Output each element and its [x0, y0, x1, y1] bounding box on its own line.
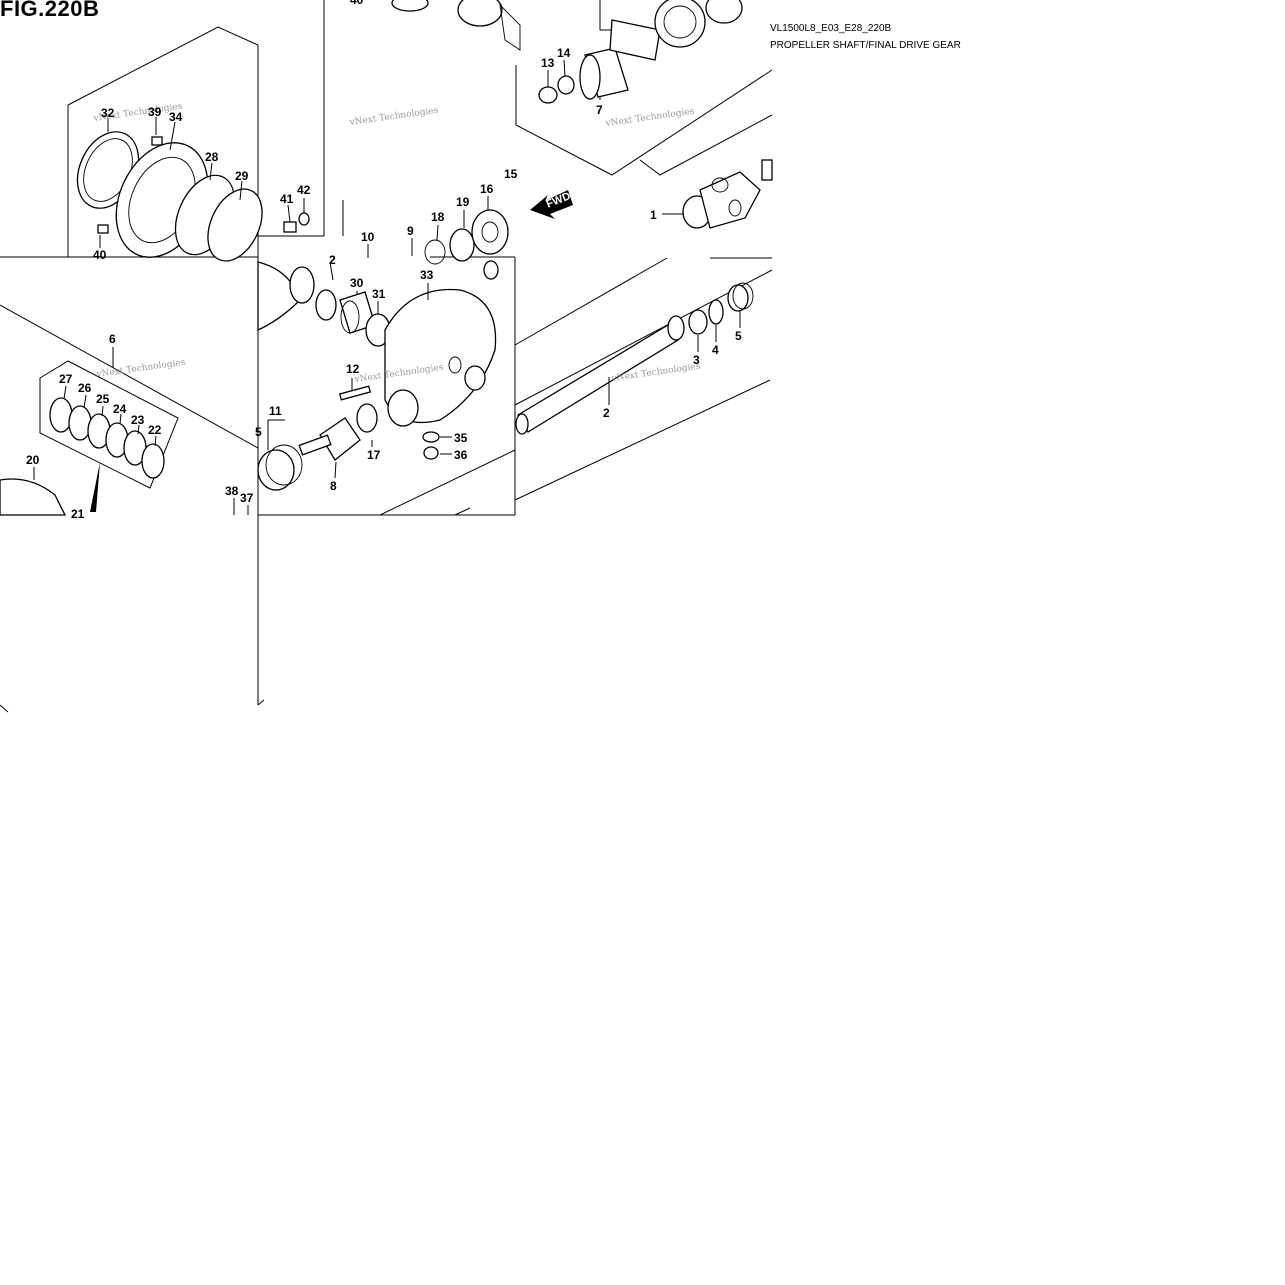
callout-37: 37	[240, 491, 254, 505]
callout-33: 33	[420, 268, 434, 282]
callout-3: 3	[693, 353, 700, 367]
callout-5: 5	[735, 329, 742, 343]
callout-31: 31	[372, 287, 386, 301]
callout-1: 1	[650, 208, 657, 222]
sleeve-part	[579, 47, 629, 100]
callout-30: 30	[350, 276, 364, 290]
circlip-part	[483, 260, 499, 280]
callout-2: 2	[329, 253, 336, 267]
callout-labels: 1 2 3 4 5 5 6 7 8 9 10 11 12 13 14 15 16…	[26, 0, 742, 521]
seal-part	[207, 188, 263, 262]
callout-20: 20	[26, 453, 40, 467]
callout-18: 18	[431, 210, 445, 224]
figure-name: PROPELLER SHAFT/FINAL DRIVE GEAR	[770, 40, 961, 51]
callout-16: 16	[480, 182, 494, 196]
callout-15: 15	[504, 167, 518, 181]
callout-42: 42	[297, 183, 311, 197]
pinion-gear-part	[298, 417, 361, 461]
callout-29: 29	[235, 169, 249, 183]
figure-title: FIG.220B	[0, 0, 100, 21]
callout-35: 35	[454, 431, 468, 445]
washer-part	[557, 75, 575, 95]
callout-6: 6	[109, 332, 116, 346]
callout-26: 26	[78, 381, 92, 395]
forward-arrow-icon: FWD	[530, 190, 573, 219]
stud-part	[338, 385, 372, 401]
callout-11: 11	[269, 404, 282, 418]
needle-bearing-part	[356, 403, 378, 433]
callout-24: 24	[113, 402, 127, 416]
panel-propeller-shaft	[514, 257, 773, 501]
watermark: vNext Technologies	[604, 107, 695, 130]
bearing-16-part	[471, 209, 509, 255]
callout-14: 14	[557, 46, 571, 60]
callout-13: 13	[541, 56, 555, 70]
gear-part	[654, 0, 743, 48]
callout-9: 9	[407, 224, 414, 238]
washer-35-part	[422, 431, 440, 443]
universal-joint-part	[662, 159, 773, 229]
bolt-part	[97, 136, 163, 234]
shim-part	[257, 449, 295, 491]
callout-19: 19	[456, 195, 470, 209]
callout-4: 4	[712, 343, 719, 357]
nut-36-part	[423, 446, 439, 460]
figure-code: VL1500L8_E03_E28_220B	[770, 23, 892, 34]
callout-27: 27	[59, 372, 73, 386]
callout-40: 40	[350, 0, 364, 7]
callout-8: 8	[330, 479, 337, 493]
bottom-lines	[0, 449, 516, 713]
watermark: vNext Technologies	[348, 106, 439, 129]
callout-23: 23	[131, 413, 145, 427]
oil-seal-3-part	[688, 309, 708, 335]
circlip-4-part	[708, 299, 724, 325]
panel-shim-set	[0, 304, 259, 516]
callout-28: 28	[205, 150, 219, 164]
callout-32: 32	[101, 106, 115, 120]
gear-case-part	[384, 288, 497, 427]
callout-36: 36	[454, 448, 468, 462]
panel-bearing-group	[391, 0, 773, 176]
ring-gear-fragment	[391, 0, 521, 51]
o-ring-part	[424, 239, 446, 265]
shim-rings-part	[49, 397, 165, 479]
propeller-shaft-part	[515, 315, 685, 435]
nut-part	[538, 86, 558, 104]
callout-2: 2	[603, 406, 610, 420]
gasket-part	[609, 19, 661, 61]
callout-21: 21	[71, 507, 85, 521]
callout-12: 12	[346, 362, 360, 376]
watermark: vNext Technologies	[95, 358, 186, 381]
callout-10: 10	[361, 230, 375, 244]
callout-39: 39	[148, 105, 162, 119]
bearing-19-part	[449, 228, 475, 262]
callout-34: 34	[169, 110, 183, 124]
callout-17: 17	[367, 448, 381, 462]
panel-final-drive	[257, 196, 516, 516]
callout-40: 40	[93, 248, 107, 262]
callout-41: 41	[280, 192, 294, 206]
callout-22: 22	[148, 423, 162, 437]
ring-gear-20-part	[0, 478, 67, 516]
callout-7: 7	[596, 103, 603, 117]
callout-5: 5	[255, 425, 262, 439]
bolt-washer-group	[283, 198, 310, 233]
panel-cover-group	[0, 26, 263, 262]
callout-38: 38	[225, 484, 239, 498]
callout-25: 25	[96, 392, 110, 406]
bearing-part	[289, 266, 315, 304]
